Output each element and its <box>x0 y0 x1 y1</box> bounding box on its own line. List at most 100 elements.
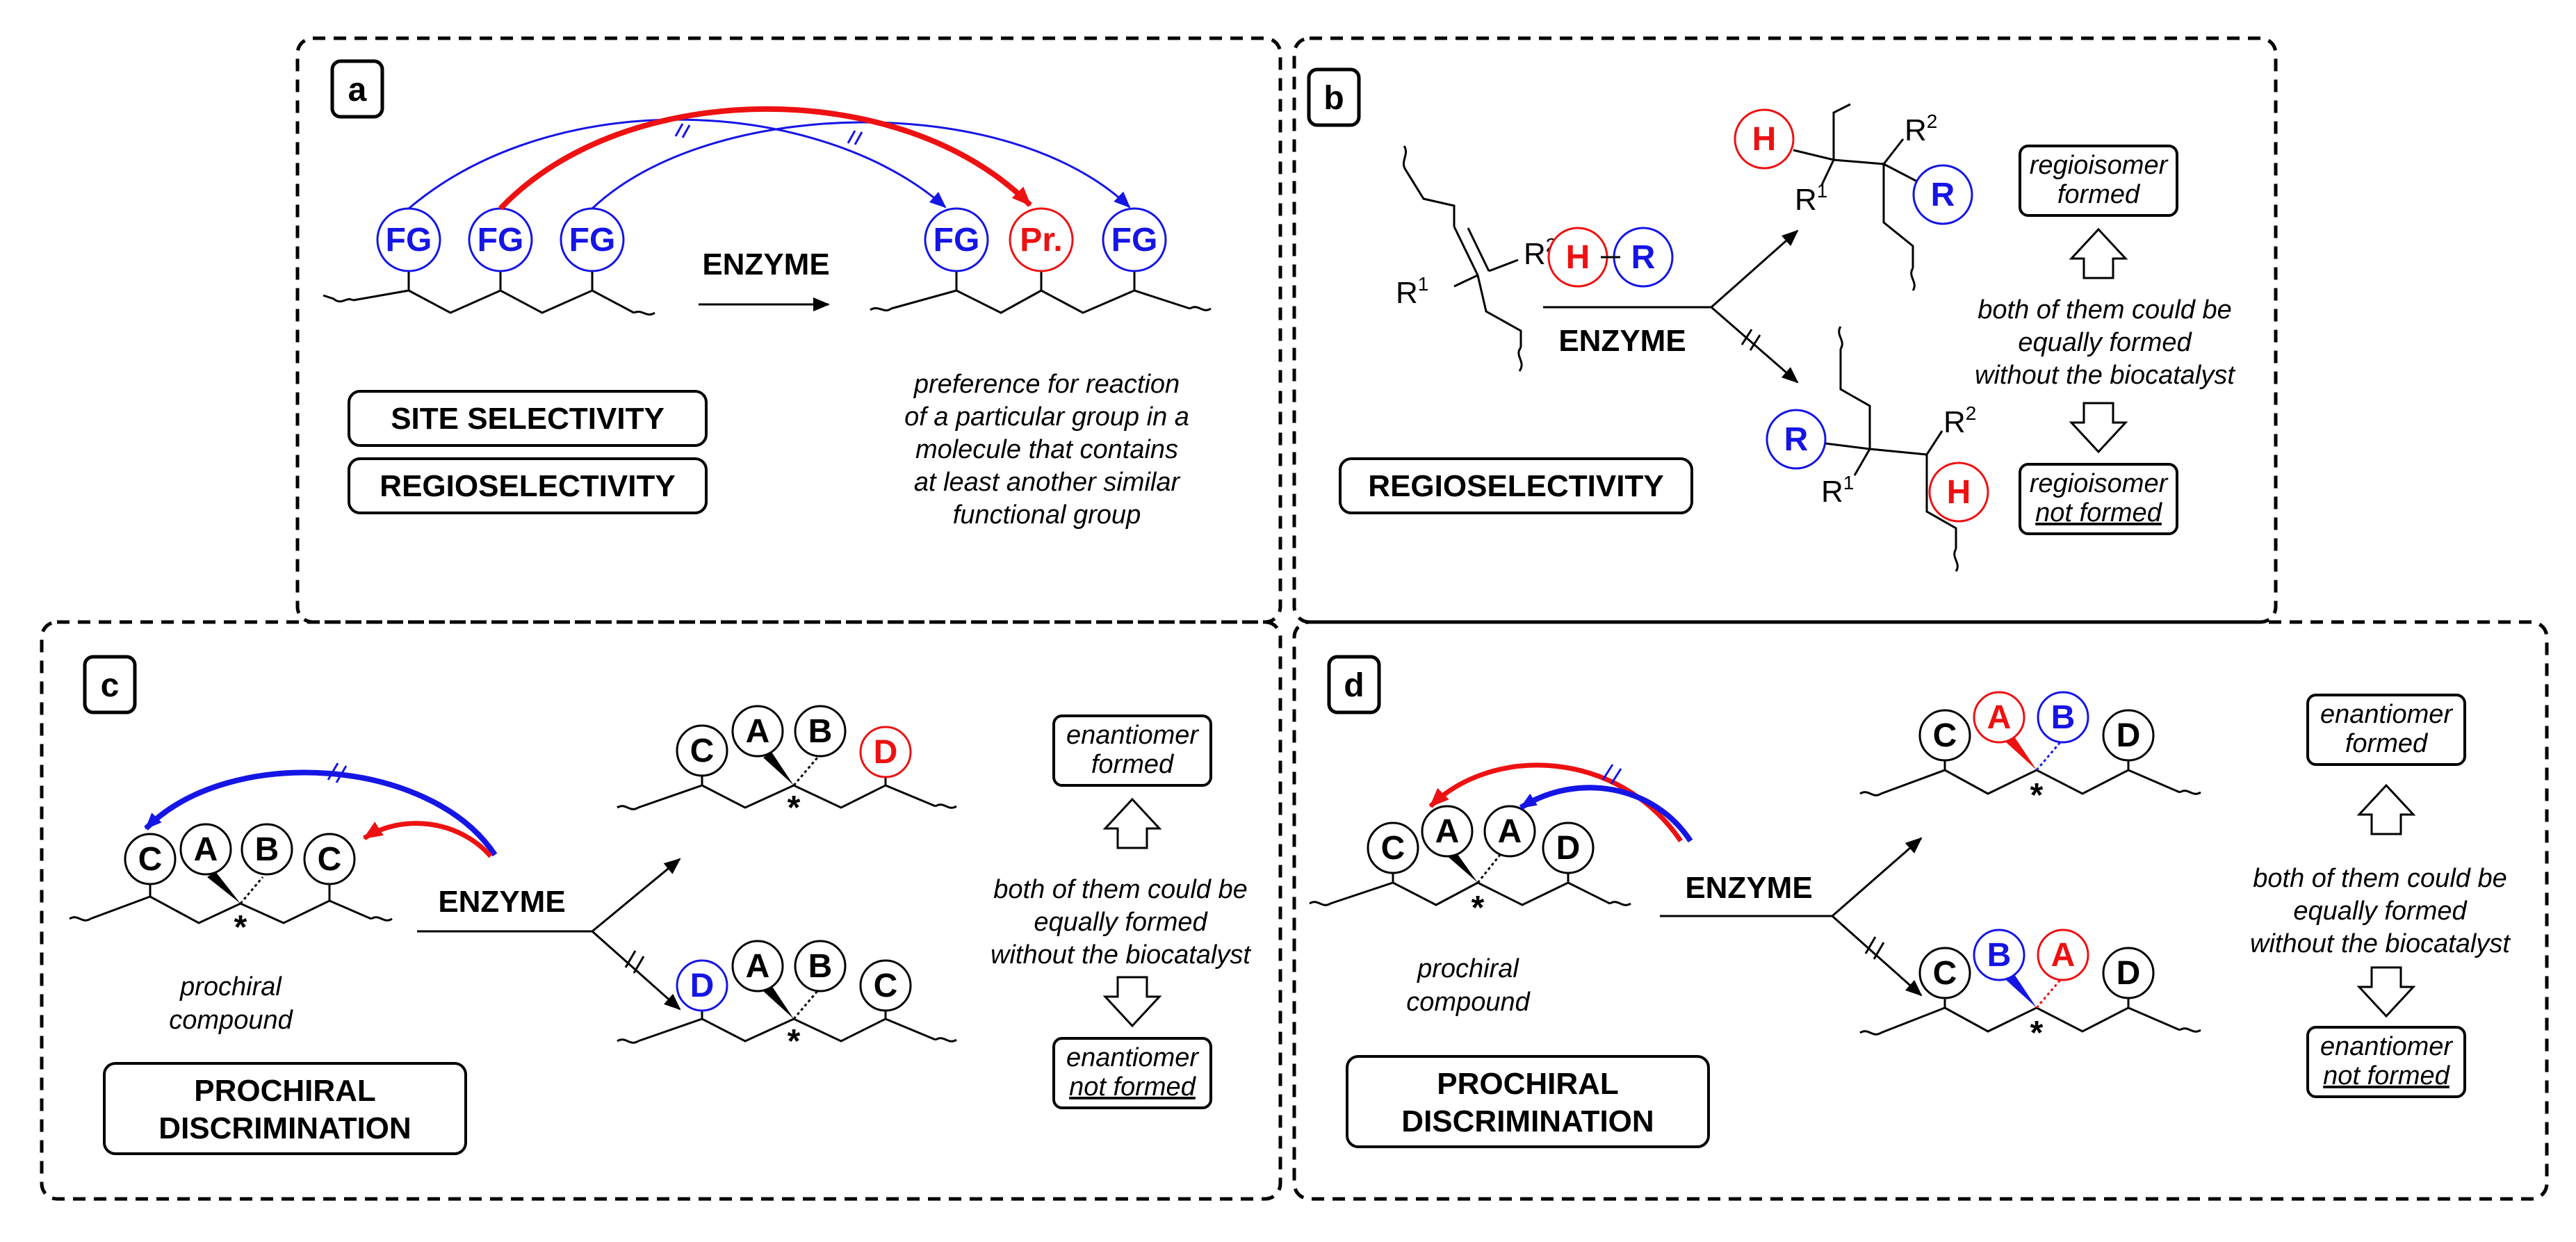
not-formed-box <box>1052 1037 1212 1109</box>
group-label: A <box>2051 937 2076 974</box>
description-line: molecule that contains <box>915 435 1178 464</box>
group-label: A <box>1435 813 1460 850</box>
formed-label: formed <box>2057 180 2141 209</box>
group-label: B <box>808 713 833 750</box>
enzyme-label: ENZYME <box>702 247 829 281</box>
r-label: R <box>1631 239 1656 276</box>
note-line: equally formed <box>2018 328 2192 357</box>
not-formed-label: not formed <box>2035 498 2163 528</box>
group-label: C <box>874 967 898 1004</box>
prochiral-label: prochiral <box>179 972 282 1002</box>
panel-c: c C A B C * prochiral compound ENZYME <box>69 655 1251 1155</box>
panel-b: b R1 R2 H R ENZYME H R1 R2 <box>1307 67 2235 572</box>
group-label: D <box>690 967 715 1004</box>
group-label: C <box>318 841 342 878</box>
group-label: C <box>1933 955 1957 992</box>
group-label: D <box>2117 955 2141 992</box>
group-label: A <box>746 948 770 985</box>
blue-curved-arrow <box>1519 785 1693 843</box>
top-r-circle <box>1912 164 1973 225</box>
group-label: A <box>194 831 218 868</box>
tag-label: PROCHIRAL <box>194 1074 376 1108</box>
not-formed-label: regioisomer <box>2030 469 2169 498</box>
h-label: H <box>1947 474 1971 511</box>
panel-b-frame <box>1292 36 2278 624</box>
panel-a-frame <box>295 36 1282 624</box>
down-open-arrow <box>2356 966 2416 1018</box>
down-open-arrow <box>2069 402 2128 454</box>
tag-label: DISCRIMINATION <box>158 1111 411 1145</box>
group-label: A <box>1987 699 2012 736</box>
h-label: H <box>1566 239 1590 276</box>
note-line: both of them could be <box>2253 864 2506 893</box>
reactant-chain <box>323 294 354 303</box>
prochiral-label: prochiral <box>1417 954 1519 983</box>
panel-a-letter-box <box>330 59 384 119</box>
regioselectivity-tag <box>1339 457 1693 514</box>
panel-c-letter-box <box>83 655 137 714</box>
description-line: preference for reaction <box>913 370 1180 399</box>
product-backbone <box>890 289 1191 314</box>
up-open-arrow <box>2356 783 2416 835</box>
top-r1-label: R1 <box>1795 180 1827 217</box>
product-fg-circle-1 <box>924 207 989 272</box>
not-formed-box <box>2019 463 2178 535</box>
product-fg-circle-2 <box>1102 207 1167 272</box>
group-label: B <box>2051 699 2076 736</box>
product-pr-circle <box>1009 207 1074 272</box>
group-label: C <box>1933 717 1957 754</box>
group-label: C <box>1381 830 1405 867</box>
group-label: B <box>1987 937 2012 974</box>
panel-b-letter-box <box>1307 67 1361 127</box>
red-curved-arrow <box>363 821 493 858</box>
note-line: without the biocatalyst <box>991 940 1251 970</box>
group-label: D <box>2117 717 2141 754</box>
r1-label: R1 <box>1396 273 1428 310</box>
stereo-star: * <box>234 909 247 946</box>
not-formed-label: not formed <box>2323 1061 2451 1090</box>
not-formed-box <box>2306 1026 2466 1098</box>
fg-label: FG <box>1111 222 1158 259</box>
stereo-star: * <box>2030 777 2044 814</box>
panel-d-letter-box <box>1327 655 1381 714</box>
formed-box <box>2306 694 2466 766</box>
group-label: C <box>690 733 715 769</box>
h-label: H <box>1752 121 1777 158</box>
reactant-chain-end <box>633 311 655 316</box>
blue-curved-arrow-2 <box>591 121 1131 210</box>
reactant-backbone <box>352 289 635 314</box>
prochiral-discrimination-tag <box>1346 1055 1710 1148</box>
red-curved-arrow <box>498 106 1032 211</box>
formed-label: enantiomer <box>1066 721 1199 750</box>
down-open-arrow <box>1102 976 1162 1028</box>
note-line: without the biocatalyst <box>1975 361 2235 390</box>
red-curved-arrow <box>1428 762 1683 842</box>
description-line: at least another similar <box>914 468 1181 497</box>
formed-box <box>1052 714 1212 787</box>
fg-label: FG <box>478 222 524 259</box>
site-selectivity-label: SITE SELECTIVITY <box>391 402 665 436</box>
description-line: functional group <box>953 500 1141 530</box>
blue-curved-arrow-1 <box>408 118 947 210</box>
stereo-star: * <box>1472 890 1485 926</box>
up-open-arrow <box>2069 227 2128 279</box>
not-formed-label: enantiomer <box>2320 1032 2453 1061</box>
note-line: without the biocatalyst <box>2250 929 2511 958</box>
bottom-r2-label: R2 <box>1943 402 1976 439</box>
site-selectivity-tag <box>348 390 708 447</box>
formed-label: enantiomer <box>2320 700 2453 729</box>
up-open-arrow <box>1102 797 1162 849</box>
fg-label: FG <box>934 222 980 259</box>
r-label: R <box>1931 177 1955 213</box>
panel-d-letter: d <box>1344 667 1364 704</box>
tag-label: DISCRIMINATION <box>1401 1104 1654 1138</box>
regioselectivity-label: REGIOSELECTIVITY <box>380 469 675 503</box>
regioselectivity-label: REGIOSELECTIVITY <box>1368 469 1663 503</box>
not-formed-label: enantiomer <box>1066 1043 1199 1072</box>
enzyme-label: ENZYME <box>1558 324 1686 358</box>
enzyme-label: ENZYME <box>1685 871 1812 905</box>
note-line: equally formed <box>1034 908 1208 937</box>
panel-c-letter: c <box>101 667 120 704</box>
enzyme-label: ENZYME <box>438 885 565 919</box>
